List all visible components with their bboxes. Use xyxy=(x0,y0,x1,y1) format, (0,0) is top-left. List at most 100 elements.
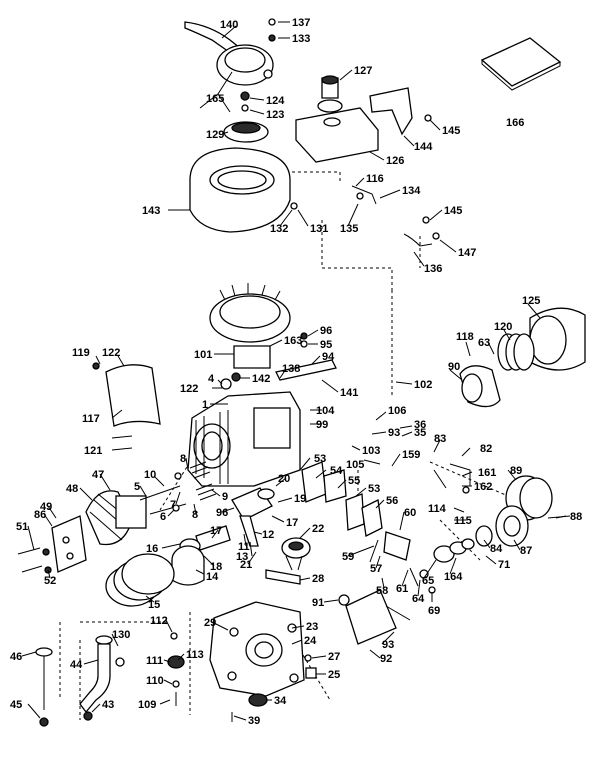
callout-99: 99 xyxy=(316,419,328,431)
callout-58: 58 xyxy=(376,585,388,597)
callout-92: 92 xyxy=(380,653,392,665)
callout-122: 122 xyxy=(180,383,198,395)
callout-25: 25 xyxy=(328,669,340,681)
callout-83: 83 xyxy=(434,433,446,445)
callout-18: 18 xyxy=(210,561,222,573)
callout-69: 69 xyxy=(428,605,440,617)
callout-102: 102 xyxy=(414,379,432,391)
callout-7: 7 xyxy=(170,499,176,511)
manual-part xyxy=(480,37,562,87)
callout-60: 60 xyxy=(404,507,416,519)
callout-22: 22 xyxy=(312,523,324,535)
callout-130: 130 xyxy=(112,629,130,641)
callout-46: 46 xyxy=(10,651,22,663)
callout-134: 134 xyxy=(402,185,421,197)
callout-34: 34 xyxy=(274,695,287,707)
callout-166: 166 xyxy=(506,117,524,129)
fuel-cup-part xyxy=(505,475,553,521)
callout-49: 49 xyxy=(40,501,52,513)
fuel-tank-part xyxy=(295,107,379,163)
crankshaft-part xyxy=(231,487,275,547)
callout-120: 120 xyxy=(494,321,512,333)
callout-114: 114 xyxy=(428,503,447,515)
callout-123: 123 xyxy=(266,109,284,121)
callout-94: 94 xyxy=(322,351,335,363)
callout-53: 53 xyxy=(368,483,380,495)
callout-106: 106 xyxy=(388,405,406,417)
cam-gear-part xyxy=(281,537,311,571)
callout-125: 125 xyxy=(522,295,540,307)
callout-147: 147 xyxy=(458,247,476,259)
callout-63: 63 xyxy=(478,337,490,349)
callout-24: 24 xyxy=(304,635,317,647)
callout-43: 43 xyxy=(102,699,114,711)
callout-5: 5 xyxy=(134,481,140,493)
callout-8: 8 xyxy=(192,509,198,521)
callout-39: 39 xyxy=(248,715,260,727)
part-drawings xyxy=(17,18,586,727)
intake-bracket-part xyxy=(51,515,87,573)
callout-71: 71 xyxy=(498,559,510,571)
callout-96: 96 xyxy=(320,325,332,337)
engine-block-part xyxy=(187,372,301,487)
callout-52: 52 xyxy=(44,575,56,587)
coil-plate-part xyxy=(275,359,337,381)
callout-121: 121 xyxy=(84,445,102,457)
callout-127: 127 xyxy=(354,65,372,77)
crankcase-cover-part xyxy=(209,601,305,697)
callout-119: 119 xyxy=(72,347,90,359)
callout-90: 90 xyxy=(448,361,460,373)
callout-136: 136 xyxy=(424,263,442,275)
flywheel-part xyxy=(209,283,291,343)
callout-54: 54 xyxy=(330,465,343,477)
callout-113: 113 xyxy=(186,649,204,661)
callout-88: 88 xyxy=(570,511,582,523)
callout-48: 48 xyxy=(66,483,78,495)
valve-spring-part xyxy=(189,461,217,501)
callout-91: 91 xyxy=(312,597,324,609)
fuel-pump-part xyxy=(433,538,475,563)
bracket-part xyxy=(369,87,413,136)
exhaust-bracket-part xyxy=(345,589,397,645)
lever-part xyxy=(383,531,411,561)
callout-47: 47 xyxy=(92,469,104,481)
callout-141: 141 xyxy=(340,387,358,399)
callout-51: 51 xyxy=(16,521,28,533)
callout-21: 21 xyxy=(240,559,252,571)
callout-124: 124 xyxy=(266,95,285,107)
callout-93: 93 xyxy=(388,427,400,439)
callout-145: 145 xyxy=(442,125,460,137)
callout-65: 65 xyxy=(422,575,434,587)
callout-45: 45 xyxy=(10,699,22,711)
callout-133: 133 xyxy=(292,33,310,45)
callout-17: 17 xyxy=(210,525,222,537)
callout-10: 10 xyxy=(144,469,156,481)
callout-104: 104 xyxy=(316,405,335,417)
shaft-part xyxy=(265,569,301,585)
callout-165: 165 xyxy=(206,93,224,105)
callout-138: 138 xyxy=(282,363,300,375)
callout-56: 56 xyxy=(386,495,398,507)
callout-59: 59 xyxy=(342,551,354,563)
callout-110: 110 xyxy=(146,675,164,687)
callout-14: 14 xyxy=(206,571,219,583)
washer-part xyxy=(338,594,350,606)
callout-6: 6 xyxy=(160,511,166,523)
callout-144: 144 xyxy=(414,141,433,153)
callout-95: 95 xyxy=(320,339,332,351)
callout-4: 4 xyxy=(208,373,215,385)
callout-143: 143 xyxy=(142,205,160,217)
callout-11: 11 xyxy=(238,541,250,553)
callout-27: 27 xyxy=(328,651,340,663)
callout-28: 28 xyxy=(312,573,324,585)
callout-161: 161 xyxy=(478,467,496,479)
callout-117: 117 xyxy=(82,413,100,425)
callout-101: 101 xyxy=(194,349,212,361)
callout-1: 1 xyxy=(202,399,208,411)
callout-29: 29 xyxy=(204,617,216,629)
callout-23: 23 xyxy=(306,621,318,633)
callout-109: 109 xyxy=(138,699,156,711)
callout-53: 53 xyxy=(314,453,326,465)
